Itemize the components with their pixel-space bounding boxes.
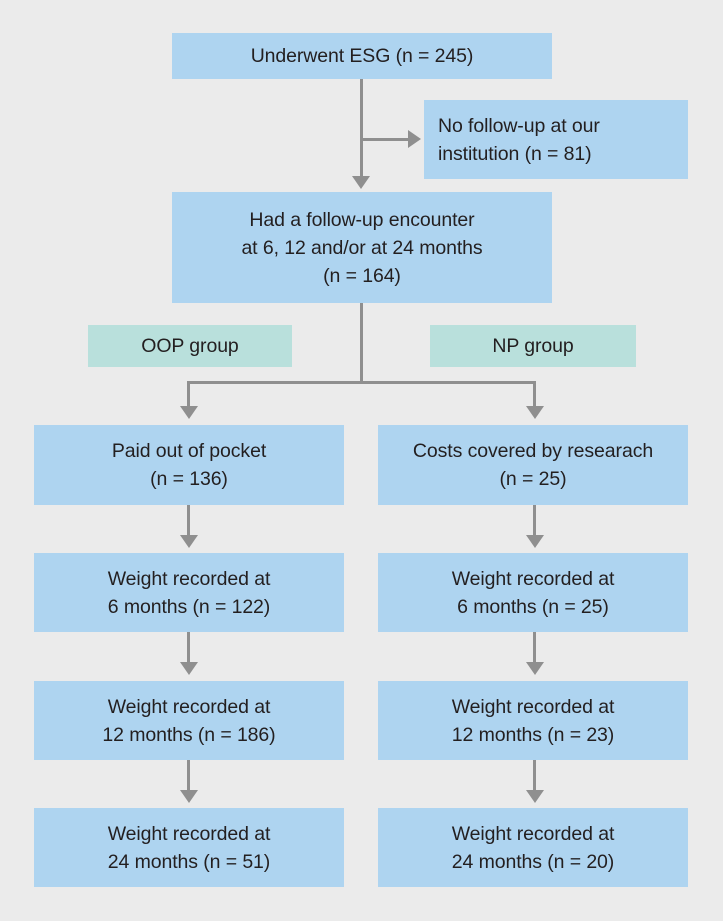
- connector-split-right-drop: [533, 381, 536, 408]
- connector-left-m6-to-m12: [187, 632, 190, 664]
- arrowhead-left-m24: [180, 790, 198, 803]
- node-left-weight-24-months: Weight recorded at 24 months (n = 51): [34, 808, 344, 887]
- node-right-weight-6-months: Weight recorded at 6 months (n = 25): [378, 553, 688, 632]
- arrowhead-left-m6: [180, 535, 198, 548]
- arrowhead-right-m12: [526, 662, 544, 675]
- node-right-costs-covered: Costs covered by researach (n = 25): [378, 425, 688, 505]
- node-left-paid-out-of-pocket: Paid out of pocket (n = 136): [34, 425, 344, 505]
- label-oop-group: OOP group: [88, 325, 292, 367]
- connector-right-m12-to-m24: [533, 760, 536, 792]
- connector-left-m12-to-m24: [187, 760, 190, 792]
- node-no-followup: No follow-up at our institution (n = 81): [424, 100, 688, 179]
- label-np-group: NP group: [430, 325, 636, 367]
- arrowhead-right-m6: [526, 535, 544, 548]
- arrowhead-right-m24: [526, 790, 544, 803]
- connector-enrolled-to-followup: [360, 79, 363, 179]
- arrowhead-enrolled-to-excluded: [408, 130, 421, 148]
- connector-split-left-drop: [187, 381, 190, 408]
- node-left-weight-12-months: Weight recorded at 12 months (n = 186): [34, 681, 344, 760]
- connector-right-branch-to-m6: [533, 505, 536, 537]
- connector-enrolled-to-excluded: [360, 138, 410, 141]
- connector-right-m6-to-m12: [533, 632, 536, 664]
- connector-left-branch-to-m6: [187, 505, 190, 537]
- arrowhead-split-right: [526, 406, 544, 419]
- node-underwent-esg: Underwent ESG (n = 245): [172, 33, 552, 79]
- arrowhead-split-left: [180, 406, 198, 419]
- node-right-weight-24-months: Weight recorded at 24 months (n = 20): [378, 808, 688, 887]
- arrowhead-enrolled-to-followup: [352, 176, 370, 189]
- connector-followup-trunk: [360, 303, 363, 384]
- arrowhead-left-m12: [180, 662, 198, 675]
- node-right-weight-12-months: Weight recorded at 12 months (n = 23): [378, 681, 688, 760]
- connector-split-bar: [187, 381, 535, 384]
- node-left-weight-6-months: Weight recorded at 6 months (n = 122): [34, 553, 344, 632]
- node-had-followup: Had a follow-up encounter at 6, 12 and/o…: [172, 192, 552, 303]
